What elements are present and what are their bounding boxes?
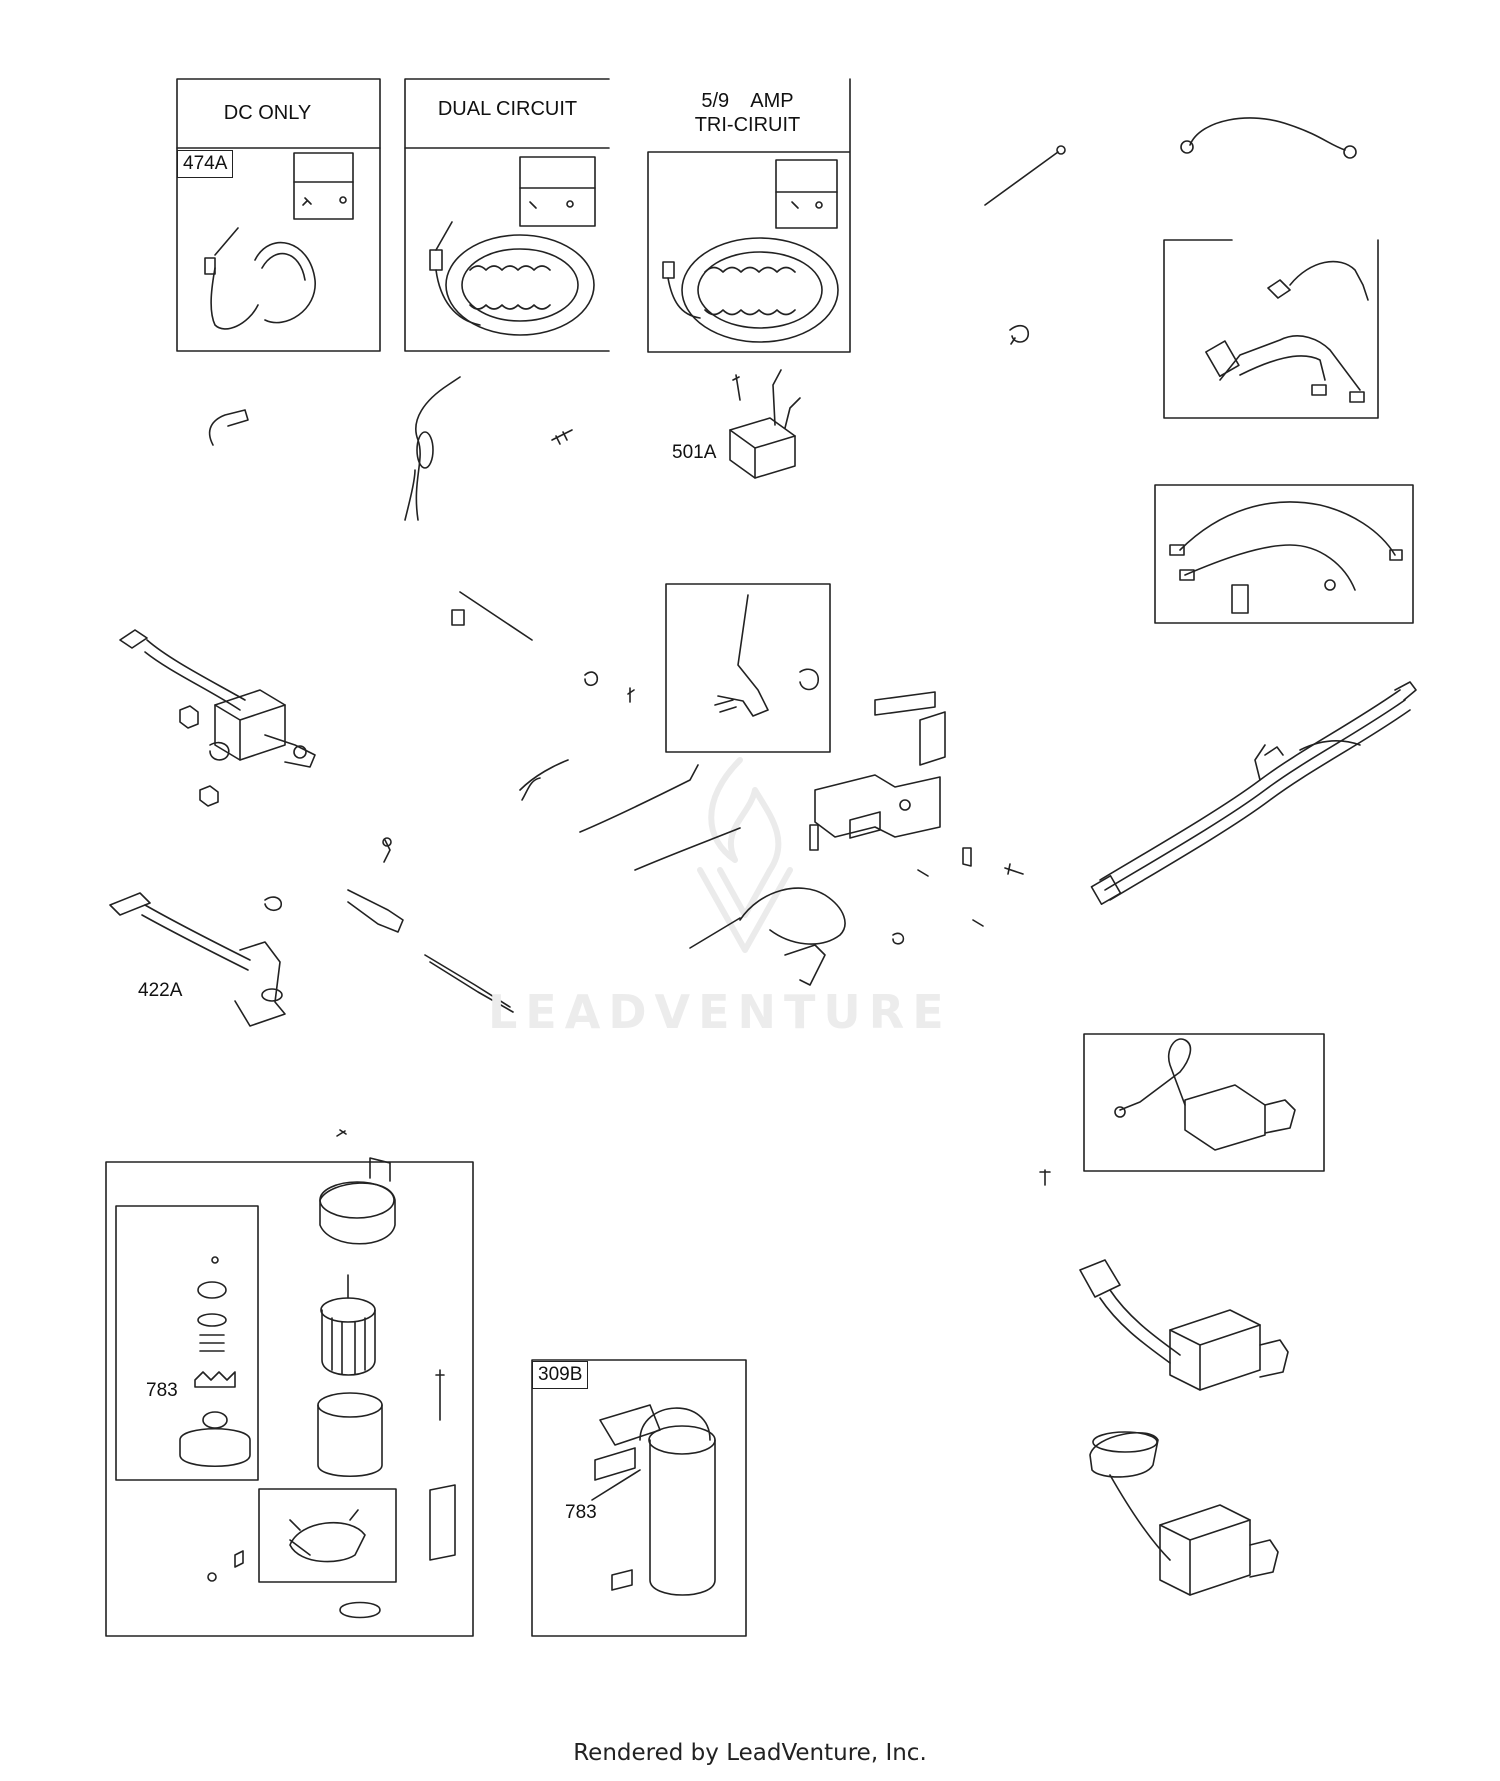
wire-connector <box>208 409 249 446</box>
stator-dual-circuit-part <box>429 200 595 336</box>
starter-kit-box <box>105 1161 474 1637</box>
starter-housing <box>317 1392 383 1478</box>
main-wiring-harness <box>1090 681 1417 905</box>
callout-501A: 501A <box>672 442 717 463</box>
wiring-harness-box-1 <box>1163 239 1379 419</box>
ignition-coil-1 <box>1114 1038 1296 1151</box>
control-bracket-box <box>665 583 831 753</box>
screw-coil <box>1039 1169 1051 1186</box>
screw <box>551 429 573 445</box>
starter-gear-stack <box>179 1256 251 1468</box>
brake-lever <box>347 837 404 933</box>
callout-783-starter-kit: 783 <box>146 1380 178 1401</box>
callout-783-starter-motor: 783 <box>565 1502 597 1523</box>
ignition-coil-box <box>1083 1033 1325 1172</box>
dc-only-header: DC ONLY <box>223 102 312 124</box>
rectifier-501A <box>729 369 801 479</box>
ignition-coil-2 <box>1079 1259 1289 1391</box>
watermark-text: LEADVENTURE <box>488 985 952 1039</box>
wire-harness-lead <box>404 376 461 521</box>
ignition-coil-3 <box>1089 1431 1279 1596</box>
starter-end-cap <box>319 1157 396 1245</box>
tri-circuit-header-line1: 5/9 AMP <box>701 90 794 112</box>
dual-circuit-header: DUAL CIRCUIT <box>437 98 578 120</box>
starter-motor-box <box>531 1359 747 1637</box>
wire-clip <box>1009 324 1030 345</box>
callout-422A: 422A <box>138 980 183 1001</box>
footer-credit: Rendered by LeadVenture, Inc. <box>573 1740 927 1766</box>
ground-wire <box>1180 117 1357 159</box>
screws-cluster <box>892 863 1024 945</box>
small-nut <box>584 671 635 703</box>
starter-cable-422A <box>109 892 286 1027</box>
callout-309B: 309B <box>532 1361 589 1389</box>
throttle-cable <box>689 887 846 986</box>
starter-motor <box>591 1404 716 1596</box>
stator-tri-circuit-box <box>647 78 851 353</box>
brake-spring <box>424 954 514 1013</box>
starter-solenoid <box>119 629 316 807</box>
tri-circuit-header-line2: TRI-CIRUIT <box>694 114 801 136</box>
stator-tri-circuit-part <box>662 201 839 343</box>
control-bracket-assembly <box>809 691 972 867</box>
watermark-logo <box>697 757 793 953</box>
stator-dual-circuit-box <box>404 78 610 352</box>
stator-dc-only-box <box>176 78 381 352</box>
wiring-harness-box-2 <box>1154 484 1414 624</box>
starter-brush-plate <box>289 1509 366 1563</box>
callout-474A: 474A <box>177 150 234 178</box>
throttle-link <box>519 759 569 801</box>
cable-tie <box>984 145 1066 206</box>
governor-rod <box>451 591 533 641</box>
starter-bolts <box>207 1129 456 1619</box>
starter-armature <box>320 1274 376 1376</box>
choke-link <box>579 764 741 871</box>
stator-dc-only-part <box>204 196 347 330</box>
